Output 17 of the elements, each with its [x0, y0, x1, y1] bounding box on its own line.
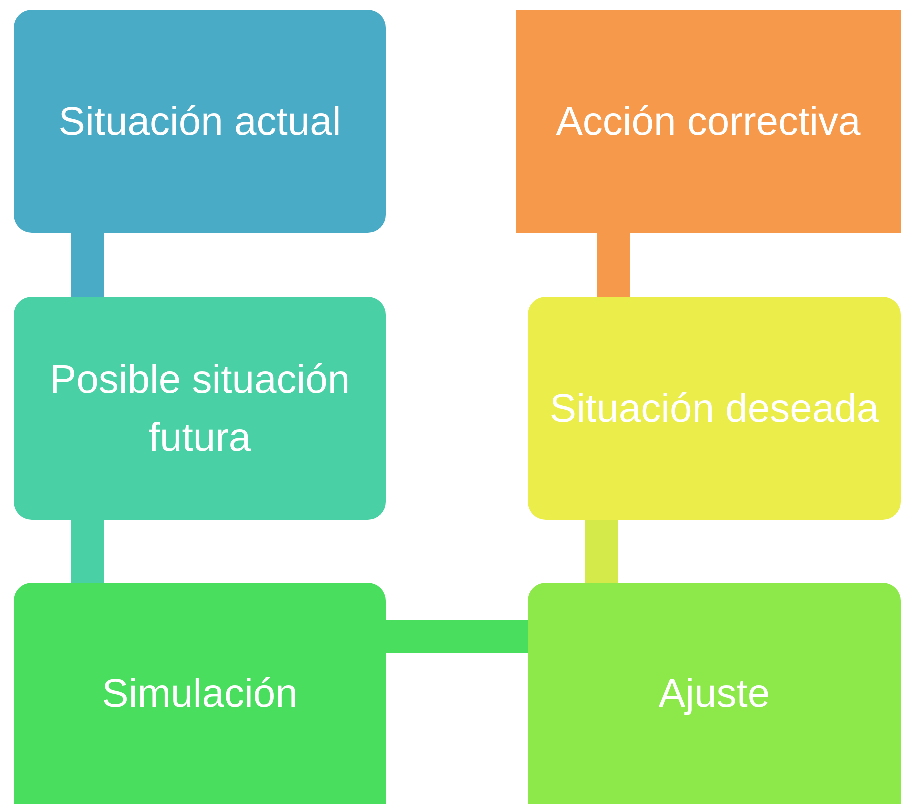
box-label: Situación actual	[58, 98, 342, 146]
box-label: Simulación	[102, 670, 298, 718]
box-label: Posible situación futura	[48, 356, 352, 462]
box-label: Acción correctiva	[556, 98, 861, 146]
process-box	[14, 297, 386, 520]
process-box	[14, 10, 386, 233]
process-box	[516, 10, 901, 233]
connector-bar	[598, 233, 630, 297]
connector-bar	[386, 620, 528, 654]
connector-bar	[72, 233, 104, 297]
box-label: Situación deseada	[550, 386, 880, 432]
process-box	[528, 583, 901, 804]
connector-bar	[586, 520, 618, 583]
box-label: Ajuste	[658, 670, 770, 718]
connector-bar	[72, 520, 104, 583]
process-box	[528, 297, 901, 520]
process-box	[14, 583, 386, 804]
